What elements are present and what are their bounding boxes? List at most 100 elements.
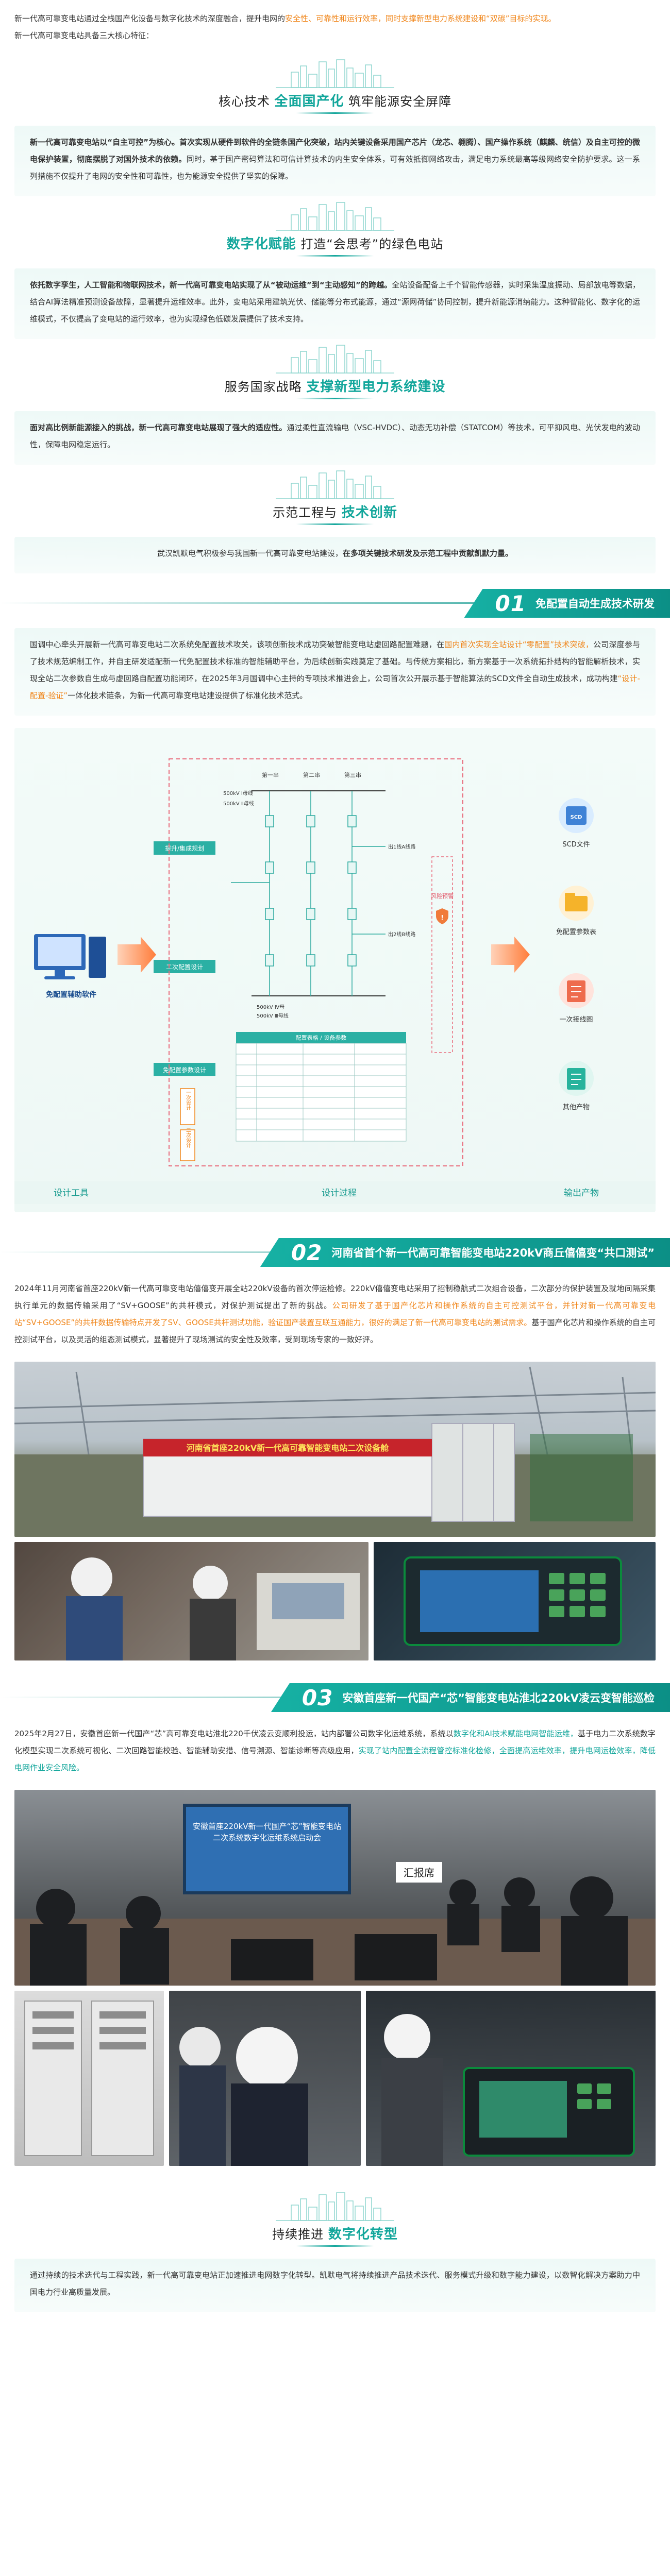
design-frame xyxy=(169,758,463,1166)
photo-test-device xyxy=(374,1542,656,1660)
photo-equipment-cabin: 河南省首座220kV新一代高可靠智能变电站二次设备舱 xyxy=(14,1362,656,1537)
section-title-strong: 支撑新型电力系统建设 xyxy=(306,379,446,395)
mini-label: 一次设计 xyxy=(185,1090,191,1111)
banner-02: 02 河南省首个新一代高可靠智能变电站220kV商丘僖僖变“共口测试” xyxy=(0,1238,670,1267)
banner-number: 01 xyxy=(495,590,526,616)
banner-line xyxy=(0,602,670,604)
banner1-paragraph: 国调中心牵头开展新一代高可靠变电站二次系统免配置技术攻关，该项创新技术成功突破智… xyxy=(30,636,640,704)
section-paragraph: 武汉凯默电气积极参与我国新一代高可靠变电站建设，在多项关键技术研发及示范工程中贡… xyxy=(30,545,640,562)
section-header-demo: 示范工程与 技术创新 xyxy=(0,470,670,537)
section-paragraph: 依托数字孪生，人工智能和物联网技术，新一代高可靠变电站实现了从“被动运维”到“主… xyxy=(30,277,640,328)
sign-text: 汇报席 xyxy=(404,1867,434,1879)
stage-label: 设计工具 xyxy=(54,1188,89,1198)
line-label: 出2线B线路 xyxy=(388,931,415,938)
highlight-text: 公司研发了基于国产化芯片和操作系统的自主可控测试平台，并针对新一代高可靠变电站“… xyxy=(14,1301,656,1327)
banner-title: 河南省首个新一代高可靠智能变电站220kV商丘僖僖变“共口测试” xyxy=(331,1247,655,1259)
body-text: 基于电力二次系统数字化模型实现二次系统可视化、二次回路智能校验、智能辅助安措、信… xyxy=(14,1729,656,1755)
photo-row xyxy=(14,1991,656,2166)
output-diagram: 一次接线图 xyxy=(559,973,594,1024)
banner-title: 安徽首座新一代国产“芯”智能变电站淮北220kV凌云变智能巡检 xyxy=(342,1692,655,1704)
flow-label-a: 提升/集成规划 xyxy=(165,844,204,852)
bus-label: 500kV Ⅳ母 xyxy=(257,1004,284,1010)
section-title-strong: 技术创新 xyxy=(341,505,397,520)
output-params: 免配置参数表 xyxy=(556,886,596,936)
section-title-post: 打造“会思考”的绿色电站 xyxy=(296,237,444,251)
banner-number: 03 xyxy=(301,1685,333,1710)
flow-label-box xyxy=(154,960,215,973)
flow-label-b: 二次配置设计 xyxy=(166,963,203,971)
mini-label: 二次设计 xyxy=(185,1127,191,1148)
bold-body: 首次实现从硬件到软件的全链条国产化突破，站内关键设备采用国产芯片（龙芯、翱腾）、… xyxy=(30,138,640,164)
section-title: 服务国家战略 支撑新型电力系统建设 xyxy=(0,376,670,395)
section-title-post: 筑牢能源安全屏障 xyxy=(344,94,452,109)
section-paragraph: 面对高比例新能源接入的挑战，新一代高可靠变电站展现了强大的适应性。通过柔性直流输… xyxy=(30,419,640,453)
flow-label-box xyxy=(154,1063,215,1076)
section-title-pre: 核心技术 xyxy=(218,94,275,109)
flow-label-box xyxy=(154,841,215,855)
photo-meeting: 安徽首座220kV新一代国产“芯”智能变电站二次系统数字化运维系统启动会 汇报席 xyxy=(14,1790,656,1986)
body-text: 国调中心牵头开展新一代高可靠变电站二次系统免配置技术攻关，该项创新技术成功突破智… xyxy=(30,640,445,649)
intro-highlight: 安全性、可靠性和运行效率，同时支撑新型电力系统建设和“双碳”目标的实现。 xyxy=(285,14,556,23)
shield-alert-icon xyxy=(436,908,448,924)
cabin-illustration: 河南省首座220kV新一代高可靠智能变电站二次设备舱 xyxy=(14,1366,656,1537)
highlight-text: 数字化和AI技术赋能电网智能运维， xyxy=(453,1729,578,1738)
stage-label: 设计过程 xyxy=(322,1188,357,1198)
stage-bar xyxy=(14,1181,656,1204)
photo-banner-text: 河南省首座220kV新一代高可靠智能变电站二次设备舱 xyxy=(187,1443,389,1453)
col-head: 第一串 xyxy=(262,771,279,778)
section-underline xyxy=(296,523,374,525)
screen-text: 安徽首座220kV新一代国产“芯”智能变电站二次系统数字化运维系统启动会 xyxy=(192,1822,342,1842)
section-card-digital: 依托数字孪生，人工智能和物联网技术，新一代高可靠变电站实现了从“被动运维”到“主… xyxy=(14,268,656,339)
body-text: 武汉凯默电气积极参与我国新一代高可靠变电站建设， xyxy=(157,549,343,558)
output-other: 其他产物 xyxy=(559,1061,594,1111)
bus-label: 500kV Ⅰ母线 xyxy=(223,790,253,796)
section-underline xyxy=(296,112,374,114)
city-skyline-icon xyxy=(276,470,394,499)
section-card-strategy: 面对高比例新能源接入的挑战，新一代高可靠变电站展现了强大的适应性。通过柔性直流输… xyxy=(14,411,656,465)
svg-text:SCD: SCD xyxy=(571,815,582,820)
banner2-paragraph: 2024年11月河南省首座220kV新一代高可靠变电站僖僖变开展全站220kV设… xyxy=(14,1280,656,1348)
device-illustration xyxy=(404,1556,622,1646)
risk-label: 风险预警 xyxy=(431,892,454,900)
bold-body: 在多项关键技术研发及示范工程中贡献凯默力量。 xyxy=(343,549,513,558)
arrow-right-icon xyxy=(118,937,156,973)
flow-label-c: 免配置参数设计 xyxy=(163,1066,206,1074)
photo-workers-testing xyxy=(14,1542,368,1660)
single-line-diagram: 第一串 第二串 第三串 500kV Ⅰ母线 500kV Ⅱ母线 出1线A线路 出… xyxy=(223,771,415,1019)
bold-lead: 新一代高可靠变电站以“自主可控”为核心。 xyxy=(30,138,180,147)
design-flow-diagram: 免配置辅助软件 提升/集成规划 二次配置设计 免配置参数设计 第一串 第二串 第… xyxy=(14,728,656,1212)
city-skyline-icon xyxy=(276,202,394,231)
meeting-illustration: 安徽首座220kV新一代国产“芯”智能变电站二次系统数字化运维系统启动会 汇报席 xyxy=(14,1804,656,1986)
highlight-text: 国内首次实现全站设计“零配置”技术突破， xyxy=(444,640,594,649)
section-title: 核心技术 全面国产化 筑牢能源安全屏障 xyxy=(0,91,670,110)
banner-title: 免配置自动生成技术研发 xyxy=(535,598,655,610)
photo-set-1: 河南省首座220kV新一代高可靠智能变电站二次设备舱 xyxy=(14,1362,656,1660)
section-title-strong: 数字化转型 xyxy=(328,2227,398,2242)
risk-warning-block: 风险预警 ! xyxy=(431,856,454,1053)
output-label: 免配置参数表 xyxy=(556,928,596,936)
body-text: 同时，基于国产密码算法和可信计算技术的内生安全体系，可有效抵御网络攻击，满足电力… xyxy=(30,155,640,181)
section-header-digital: 数字化赋能 打造“会思考”的绿色电站 xyxy=(0,201,670,268)
city-skyline-icon xyxy=(276,2192,394,2221)
section-header-core-tech: 核心技术 全面国产化 筑牢能源安全屏障 xyxy=(0,59,670,126)
section-header-transform: 持续推进 数字化转型 xyxy=(0,2192,670,2259)
section-title-pre: 持续推进 xyxy=(272,2227,328,2242)
output-label: 其他产物 xyxy=(563,1104,590,1111)
body-text: 通过柔性直流输电（VSC-HVDC）、动态无功补偿（STATCOM）等技术，可平… xyxy=(30,423,641,449)
tester-illustration xyxy=(381,2014,635,2166)
banner-number: 02 xyxy=(291,1240,323,1265)
bus-label: 500kV Ⅲ母线 xyxy=(257,1012,289,1019)
city-skyline-icon xyxy=(276,59,394,88)
section-title-strong: 数字化赋能 xyxy=(226,236,296,252)
mini-box xyxy=(180,1129,195,1161)
article-page: 新一代高可靠变电站通过全栈国产化设备与数字化技术的深度融合，提升电网的安全性、可… xyxy=(0,14,670,2312)
section-underline xyxy=(296,398,374,399)
photo-tester-device xyxy=(366,1991,656,2166)
stage-label: 输出产物 xyxy=(564,1188,599,1198)
section-card-demo: 武汉凯默电气积极参与我国新一代高可靠变电站建设，在多项关键技术研发及示范工程中贡… xyxy=(14,537,656,573)
section-header-strategy: 服务国家战略 支撑新型电力系统建设 xyxy=(0,344,670,411)
intro-text: 新一代高可靠变电站通过全栈国产化设备与数字化技术的深度融合，提升电网的 xyxy=(14,14,286,23)
banner1-card: 国调中心牵头开展新一代高可靠变电站二次系统免配置技术攻关，该项创新技术成功突破智… xyxy=(14,628,656,716)
engineers-illustration xyxy=(179,2027,308,2166)
banner-tab: 01 免配置自动生成技术研发 xyxy=(464,589,670,618)
